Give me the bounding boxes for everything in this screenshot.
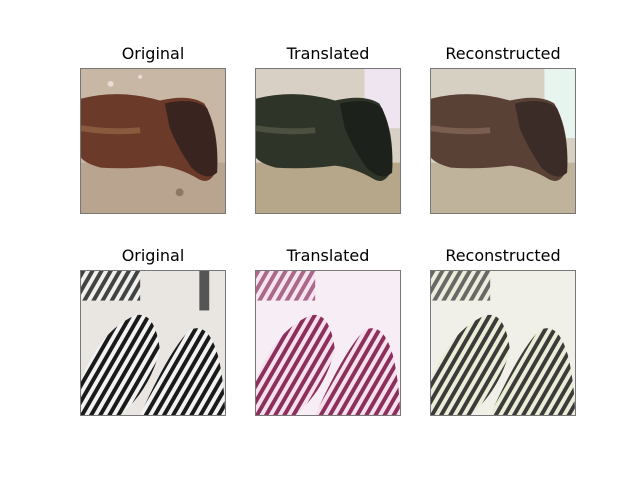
zebra-reconstructed-image [431, 271, 575, 415]
title-original-row1: Original [121, 44, 185, 63]
title-translated-row1: Translated [286, 44, 370, 63]
title-original-row2: Original [121, 246, 185, 265]
horse-reconstructed-image [431, 69, 575, 213]
title-reconstructed-row2: Reconstructed [445, 246, 561, 265]
zebra-image [81, 271, 225, 415]
image-translated-zebra [255, 270, 401, 416]
image-original-zebra [80, 270, 226, 416]
zebra-translated-image [256, 271, 400, 415]
image-reconstructed-horse [430, 68, 576, 214]
image-original-horse [80, 68, 226, 214]
image-reconstructed-zebra [430, 270, 576, 416]
title-reconstructed-row1: Reconstructed [445, 44, 561, 63]
horse-image [81, 69, 225, 213]
horse-translated-image [256, 69, 400, 213]
image-translated-horse [255, 68, 401, 214]
title-translated-row2: Translated [286, 246, 370, 265]
